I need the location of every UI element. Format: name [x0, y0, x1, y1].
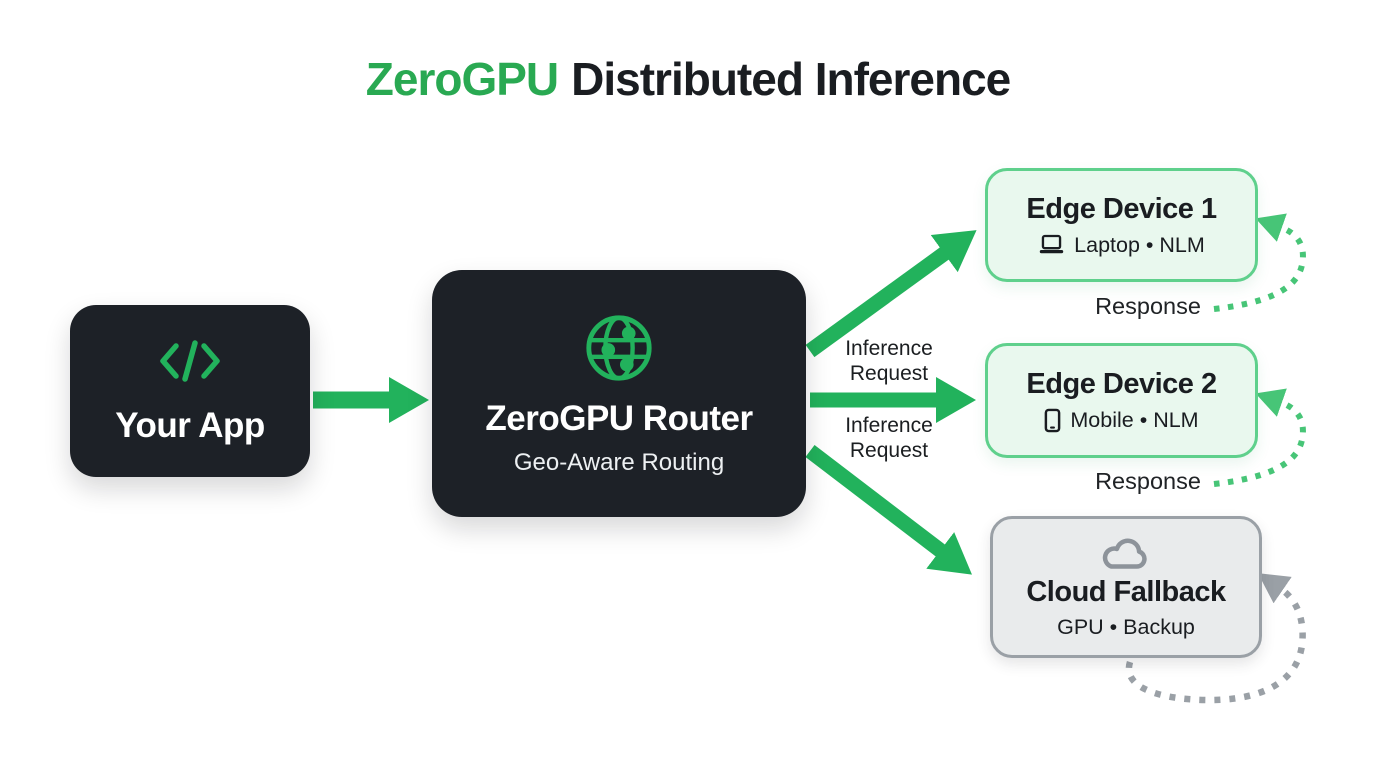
mobile-icon [1045, 408, 1061, 433]
cloud-fallback-label: Cloud Fallback [1026, 576, 1226, 608]
your-app-node: Your App [70, 305, 310, 477]
edge-device-2-label: Edge Device 2 [1026, 368, 1217, 400]
router-sublabel: Geo-Aware Routing [513, 448, 725, 476]
globe-network-icon [586, 314, 652, 381]
edge-device-1-node: Edge Device 1 Laptop • NLM [985, 168, 1258, 282]
inference-request-label-mid: Inference Request [845, 337, 933, 385]
response-label-edge1: Response [1095, 293, 1201, 319]
edge-device-2-sublabel: Mobile • NLM [1044, 408, 1199, 433]
response-label-edge2: Response [1095, 468, 1201, 494]
laptop-icon [1039, 234, 1064, 254]
cloud-icon [1102, 538, 1147, 569]
edge-device-1-sublabel-text: Laptop • NLM [1074, 232, 1205, 257]
your-app-label: Your App [115, 406, 265, 445]
edge-device-1-sublabel: Laptop • NLM [1038, 233, 1205, 258]
page-title-brand: ZeroGPU [365, 53, 559, 105]
cloud-fallback-node: Cloud Fallback GPU • Backup [990, 516, 1262, 658]
cloud-fallback-sublabel: GPU • Backup [1057, 615, 1195, 640]
edge-device-2-node: Edge Device 2 Mobile • NLM [985, 343, 1258, 458]
edge-device-2-sublabel-text: Mobile • NLM [1070, 408, 1199, 432]
edge-device-1-label: Edge Device 1 [1026, 192, 1217, 225]
arrow-router-to-cloud [805, 445, 973, 575]
zerogpu-router-node: ZeroGPU Router Geo-Aware Routing [432, 270, 806, 517]
inference-request-label-low: Inference Request [845, 414, 933, 462]
router-label: ZeroGPU Router [485, 398, 753, 438]
code-icon [160, 340, 220, 382]
cloud-fallback-sublabel-text: GPU • Backup [1057, 615, 1195, 639]
page-title-rest: Distributed Inference [571, 53, 1011, 105]
